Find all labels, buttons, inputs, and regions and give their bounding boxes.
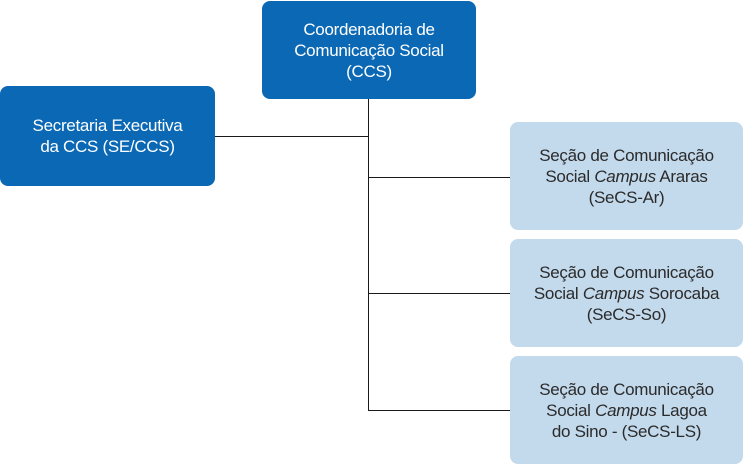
box-text-line: da CCS (SE/CCS) [40,137,175,156]
box-secs-sorocaba: Seção de Comunicação Social Campus Soroc… [510,239,743,347]
text-fragment: Lagoa [656,400,707,420]
box-label: Seção de Comunicação Social Campus Arara… [539,145,714,208]
box-text-line: Social Campus Araras [539,166,714,187]
campus-italic: Campus [595,400,657,420]
box-secs-araras: Seção de Comunicação Social Campus Arara… [510,122,743,230]
campus-italic: Campus [582,283,645,303]
box-text-line: Coordenadoria de [303,19,435,39]
box-label: Seção de Comunicação Social Campus Lagoa… [539,379,714,442]
campus-italic: Campus [594,166,656,186]
text-fragment: Social [546,400,596,420]
box-text-line: (CCS) [346,61,392,81]
box-text-line: do Sino - (SeCS-LS) [551,421,702,441]
box-label: Secretaria Executiva da CCS (SE/CCS) [33,115,183,157]
box-text-line: (SeCS-So) [586,304,667,324]
connector-araras [368,177,510,178]
box-text-line: Social Campus Lagoa [539,400,714,421]
box-coordenadoria-ccs: Coordenadoria de Comunicação Social (CCS… [262,1,476,99]
box-text-line: Seção de Comunicação [539,145,714,165]
connector-sorocaba [368,293,510,294]
text-fragment: Sorocaba [644,283,720,303]
box-secretaria-executiva: Secretaria Executiva da CCS (SE/CCS) [0,86,215,186]
connector-lagoa [368,410,510,411]
box-text-line: Seção de Comunicação [539,379,714,399]
box-text-line: (SeCS-Ar) [588,187,665,207]
box-label: Coordenadoria de Comunicação Social (CCS… [294,19,444,82]
text-fragment: Araras [655,166,708,186]
staff-connector [215,136,369,137]
box-text-line: Seção de Comunicação [539,262,714,282]
box-secs-lagoa-do-sino: Seção de Comunicação Social Campus Lagoa… [510,356,743,464]
box-text-line: Secretaria Executiva [32,116,183,135]
text-fragment: Social [533,283,583,303]
box-label: Seção de Comunicação Social Campus Soroc… [533,262,720,325]
text-fragment: Social [545,166,595,186]
trunk-line [368,99,369,411]
box-text-line: Comunicação Social [294,40,444,60]
box-text-line: Social Campus Sorocaba [533,283,720,304]
